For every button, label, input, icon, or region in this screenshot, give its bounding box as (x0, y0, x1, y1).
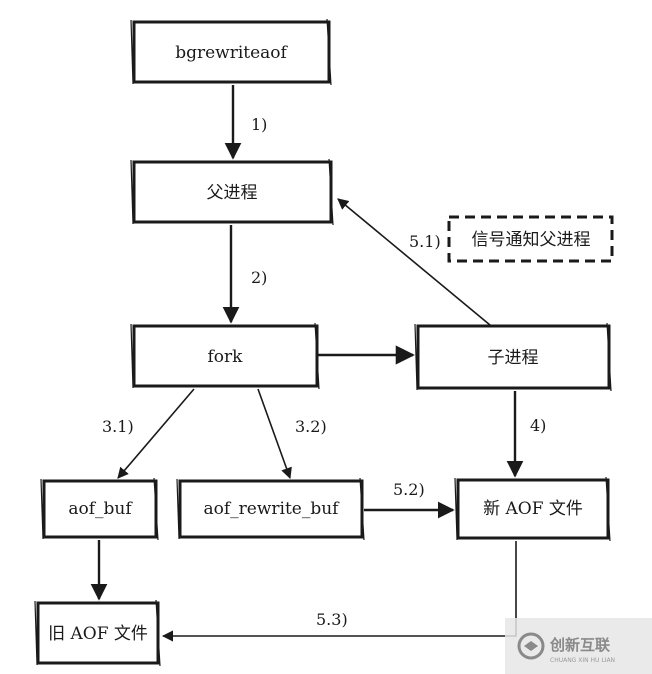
step-label-3-2: 3.2) (295, 417, 327, 436)
fork-node: fork (130, 322, 320, 390)
step-label-5-3: 5.3) (316, 610, 348, 629)
arrow-3-1 (117, 388, 195, 479)
aof-buf-label: aof_buf (68, 499, 133, 519)
watermark-text: 创新互联 (549, 636, 611, 654)
old-aof-file-node: 旧 AOF 文件 (34, 599, 161, 667)
signal-notify-label: 信号通知父进程 (472, 230, 591, 250)
aof-buf-node: aof_buf (40, 477, 159, 541)
aof-rewrite-buf-node: aof_rewrite_buf (176, 477, 365, 541)
parent-process-node: 父进程 (130, 158, 334, 226)
watermark-logo-icon (517, 632, 545, 660)
aof-rewrite-buf-label: aof_rewrite_buf (204, 499, 341, 519)
new-aof-file-label: 新 AOF 文件 (483, 499, 583, 519)
bgrewriteaof-node: bgrewriteaof (130, 18, 332, 86)
child-process-label: 子进程 (488, 348, 539, 368)
fork-label: fork (208, 347, 244, 367)
step-label-4: 4) (530, 416, 546, 435)
parent-process-label: 父进程 (207, 183, 258, 203)
step-label-5-1: 5.1) (409, 232, 441, 251)
watermark-subtext: CHUANG XIN HU LIAN (550, 657, 615, 664)
old-aof-file-label: 旧 AOF 文件 (48, 624, 148, 644)
step-label-2: 2) (251, 268, 267, 287)
step-label-1: 1) (251, 115, 267, 134)
arrow-3-2 (257, 388, 292, 480)
step-label-3-1: 3.1) (102, 417, 134, 436)
new-aof-file-node: 新 AOF 文件 (454, 476, 611, 542)
step-label-5-2: 5.2) (393, 480, 425, 499)
arrow-5-1 (337, 198, 491, 326)
child-process-node: 子进程 (414, 322, 612, 392)
watermark-logo: 创新互联 CHUANG XIN HU LIAN (505, 618, 652, 674)
bgrewriteaof-label: bgrewriteaof (175, 43, 288, 63)
signal-notify-node: 信号通知父进程 (447, 215, 614, 263)
